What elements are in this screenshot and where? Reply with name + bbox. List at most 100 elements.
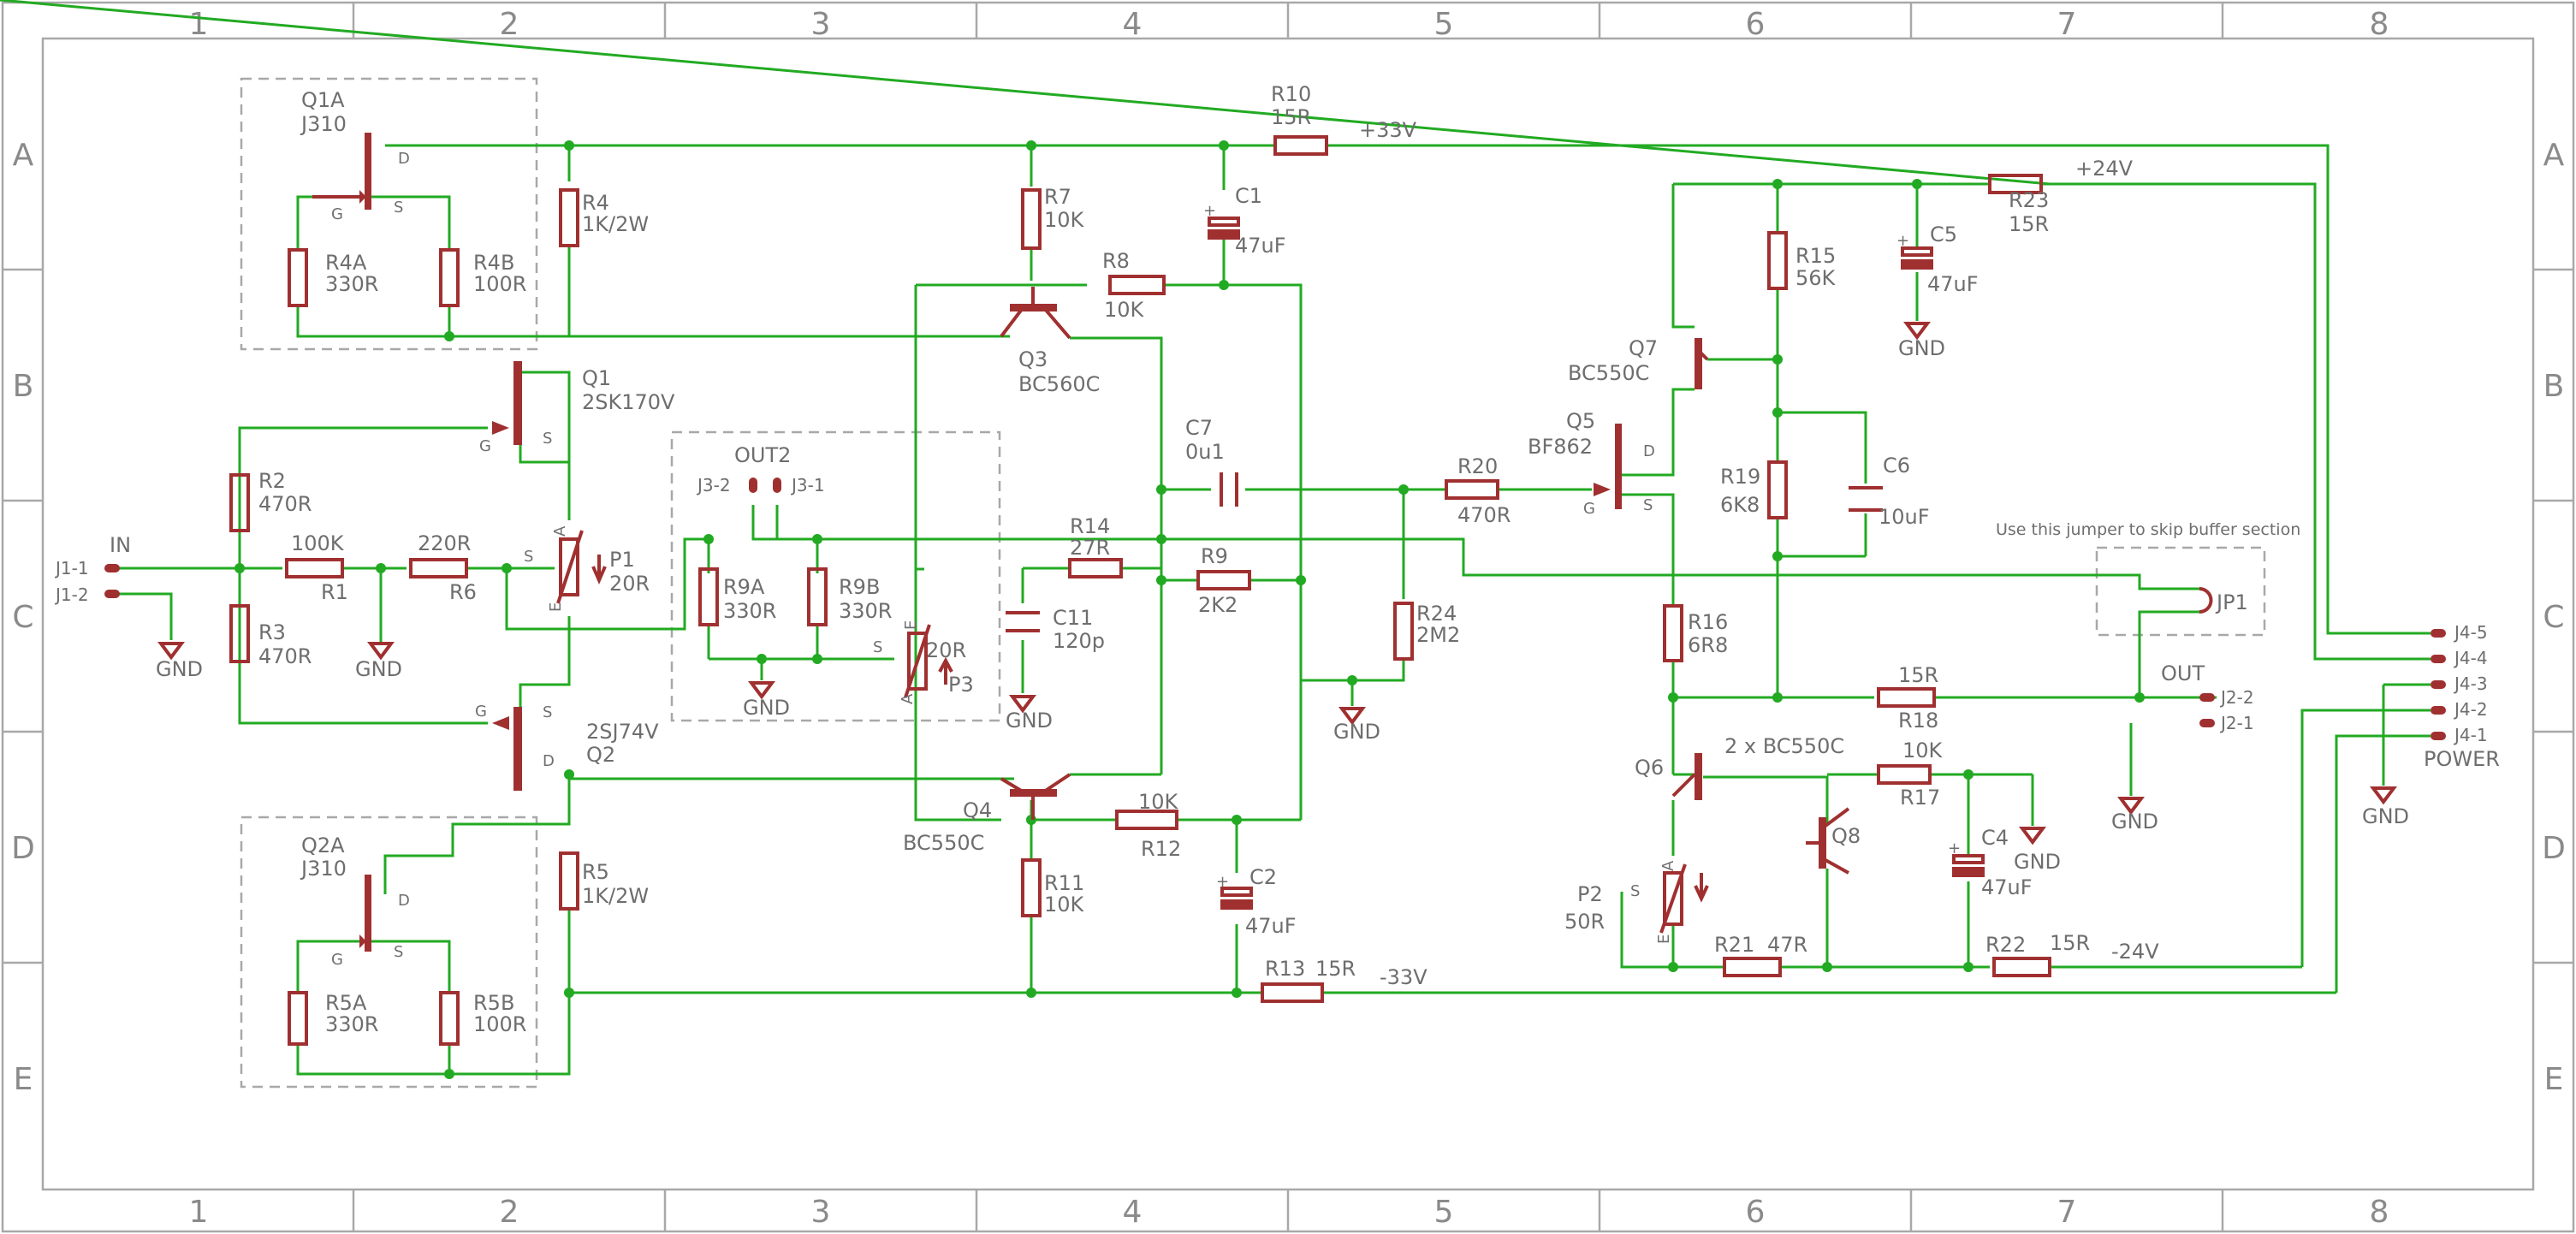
r13-body [1261, 982, 1324, 1003]
r18-body [1877, 687, 1936, 708]
c7-value: 0u1 [1185, 440, 1225, 464]
r22-value: 15R [2050, 931, 2090, 955]
j2-1-pin [2199, 719, 2215, 727]
r24-body [1393, 602, 1414, 661]
p3-body [907, 632, 928, 691]
gnd-label-6: GND [1898, 336, 1945, 360]
col-5-top: 5 [1434, 7, 1454, 42]
q1a-channel [365, 133, 371, 210]
wires [0, 0, 2431, 1076]
out-label: OUT [2161, 661, 2205, 685]
q2-channel [513, 707, 522, 791]
dashed-group-boxes [240, 77, 2266, 1089]
p1-wiper [556, 530, 584, 604]
r9-name: R9 [1201, 544, 1228, 568]
r16-value: 6R8 [1688, 633, 1728, 657]
r7-value: 10K [1044, 208, 1085, 232]
r2-body [229, 473, 250, 532]
r19-value: 6K8 [1720, 493, 1760, 517]
c6-name: C6 [1883, 454, 1910, 478]
resistor-symbols [229, 135, 2051, 1046]
q1-pin-s: S [543, 430, 552, 448]
c2-plate-bottom [1220, 899, 1253, 910]
col-1-top: 1 [189, 7, 209, 42]
c1-value: 47uF [1235, 234, 1286, 258]
q3-value: BC560C [1018, 372, 1100, 396]
r5-body [559, 851, 579, 911]
r17-body [1877, 764, 1932, 785]
q2-gate-arrow-icon [492, 716, 509, 730]
r19-name: R19 [1720, 465, 1760, 489]
j4-1-label: J4-1 [2453, 725, 2488, 745]
c5-plate-top [1901, 246, 1933, 257]
c1-plate-bottom [1208, 229, 1240, 240]
q1-name: Q1 [582, 366, 611, 390]
p1-value: 20R [609, 572, 650, 596]
p2-value: 50R [1564, 910, 1605, 934]
r19-body [1767, 460, 1788, 519]
r9b-value: 330R [839, 599, 892, 623]
r21-body [1723, 957, 1782, 977]
r7-name: R7 [1044, 185, 1071, 209]
r6-value: 220R [418, 531, 471, 555]
r23-name: R23 [2009, 188, 2049, 212]
r9-body [1196, 570, 1251, 590]
q1-pin-g: G [479, 437, 491, 455]
j1-2-label: J1-2 [54, 584, 89, 605]
j4-2-pin [2431, 706, 2446, 715]
c1-name: C1 [1235, 184, 1262, 208]
cap-plus-signs: + + + + [1203, 202, 1961, 891]
jp1-label: JP1 [2215, 590, 2248, 614]
q2a-value: J310 [300, 857, 347, 881]
c5-plate-bottom [1901, 259, 1933, 270]
gnd-icon-1 [157, 642, 185, 661]
j1-1-label: J1-1 [54, 558, 89, 578]
p3-pin-s: S [873, 638, 882, 656]
jumper-note: Use this jumper to skip buffer section [1996, 520, 2300, 539]
r18-value: 15R [1898, 663, 1938, 687]
r2-name: R2 [258, 469, 286, 493]
p2-pin-s: S [1630, 882, 1640, 900]
r20-name: R20 [1457, 454, 1498, 478]
col-2-top: 2 [500, 7, 519, 42]
rail-n24: -24V [2111, 940, 2159, 964]
r4-name: R4 [582, 191, 609, 215]
gnd-label-5: GND [1333, 720, 1380, 744]
q1a-name: Q1A [301, 88, 345, 112]
jp1-group-box [2095, 546, 2266, 637]
c2-plus: + [1216, 873, 1229, 891]
gnd-icon-9 [2370, 786, 2397, 805]
j4-2-label: J4-2 [2453, 699, 2488, 720]
r15-name: R15 [1795, 244, 1836, 268]
r5b-body [439, 991, 460, 1046]
q6-base-bar [1695, 753, 1702, 800]
p2-wiper [1659, 863, 1687, 934]
r21-value: 47R [1767, 933, 1807, 957]
c2-value: 47uF [1245, 914, 1297, 938]
r10-name: R10 [1271, 82, 1311, 106]
r22-name: R22 [1985, 933, 2026, 957]
p3-pin-a: A [899, 693, 917, 704]
r14-value: 27R [1070, 536, 1110, 560]
row-e-left: E [14, 1062, 33, 1097]
rail-n33: -33V [1380, 965, 1427, 989]
q2a-pin-s: S [394, 943, 403, 961]
r13-name: R13 [1265, 957, 1305, 981]
c2-plate-top [1220, 887, 1253, 897]
q6-name: Q6 [1635, 756, 1664, 780]
c1-plate-top [1208, 217, 1240, 227]
frame-column-labels: 1 2 3 4 5 6 7 8 1 2 3 4 5 6 7 8 [189, 7, 2389, 1230]
j4-4-label: J4-4 [2453, 648, 2488, 668]
c1-plus: + [1203, 202, 1216, 220]
q1a-pin-s: S [394, 199, 403, 217]
gnd-icon-8 [2117, 797, 2145, 816]
q1a-value: J310 [300, 112, 347, 136]
j2-2-pin [2199, 693, 2215, 702]
r16-body [1663, 604, 1683, 662]
connector-pins [104, 478, 2446, 740]
potentiometer-symbols [556, 530, 1709, 934]
q1-gate-arrow-icon [492, 421, 509, 435]
r4b-value: 100R [473, 272, 526, 296]
q5-pin-d: D [1643, 442, 1655, 460]
